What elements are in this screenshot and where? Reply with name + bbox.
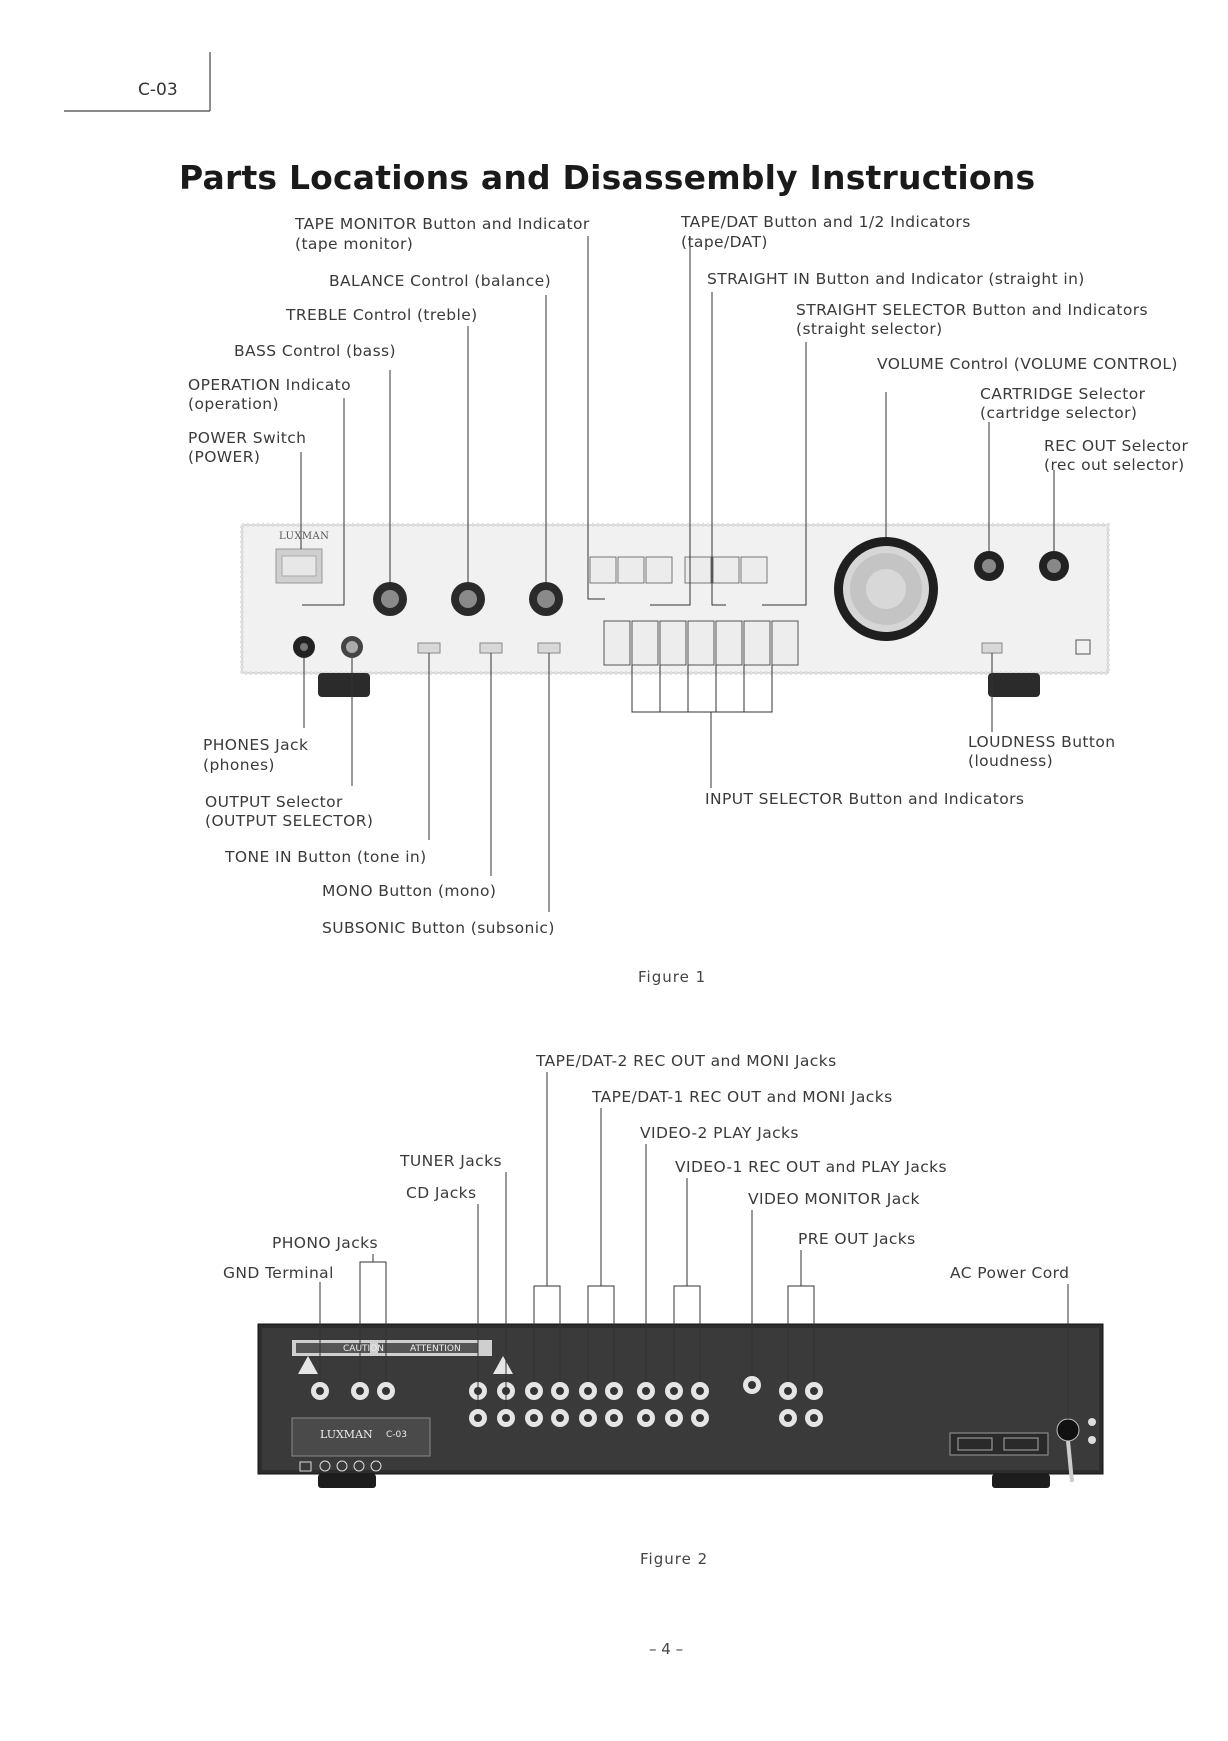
rca-jack-center <box>670 1414 678 1422</box>
label-loudness-sub: (loudness) <box>968 752 1054 770</box>
rear-model: C-03 <box>386 1430 407 1440</box>
rca-jack-center <box>696 1414 704 1422</box>
rca-jack-center <box>530 1414 538 1422</box>
label-mono: MONO Button (mono) <box>322 882 497 900</box>
rca-jack-center <box>610 1414 618 1422</box>
rca-jack-center <box>556 1387 564 1395</box>
rca-jack-center <box>670 1387 678 1395</box>
label-operation-sub: (operation) <box>188 395 279 413</box>
rca-jack-center <box>584 1387 592 1395</box>
label-tape-monitor-sub: (tape monitor) <box>295 235 414 253</box>
label-loudness: LOUDNESS Button <box>968 733 1116 751</box>
label-power-sub: (POWER) <box>188 448 261 466</box>
label-output-sub: (OUTPUT SELECTOR) <box>205 812 374 830</box>
label-output: OUTPUT Selector <box>205 793 343 811</box>
label-ac-power: AC Power Cord <box>950 1264 1070 1282</box>
figure-1-caption: Figure 1 <box>638 968 707 986</box>
model-number: C-03 <box>138 80 178 100</box>
rca-jack-center <box>584 1414 592 1422</box>
label-video-2: VIDEO-2 PLAY Jacks <box>640 1124 799 1142</box>
rca-jack-center <box>642 1387 650 1395</box>
label-cartridge-sub: (cartridge selector) <box>980 404 1138 422</box>
label-tone-in: TONE IN Button (tone in) <box>225 848 427 866</box>
label-rec-out: REC OUT Selector <box>1044 437 1189 455</box>
label-straight-in: STRAIGHT IN Button and Indicator (straig… <box>707 270 1085 288</box>
balance-knob <box>529 582 563 616</box>
rca-jack-center <box>642 1414 650 1422</box>
label-tape-dat-1-jacks: TAPE/DAT-1 REC OUT and MONI Jacks <box>592 1088 893 1106</box>
label-phones: PHONES Jack <box>203 736 309 754</box>
rca-jack-center <box>502 1414 510 1422</box>
rear-brand: LUXMAN <box>320 1428 373 1441</box>
label-balance: BALANCE Control (balance) <box>329 272 552 290</box>
front-foot-right <box>988 673 1040 697</box>
label-input-selector: INPUT SELECTOR Button and Indicators <box>705 790 1025 808</box>
front-foot-left <box>318 673 370 697</box>
label-tape-dat-2-jacks: TAPE/DAT-2 REC OUT and MONI Jacks <box>536 1052 837 1070</box>
label-straight-selector-sub: (straight selector) <box>796 320 943 338</box>
rca-jack-center <box>556 1414 564 1422</box>
label-cartridge: CARTRIDGE Selector <box>980 385 1146 403</box>
label-tape-monitor: TAPE MONITOR Button and Indicator <box>295 215 590 233</box>
label-tuner: TUNER Jacks <box>400 1152 502 1170</box>
label-video-1: VIDEO-1 REC OUT and PLAY Jacks <box>675 1158 948 1176</box>
label-tape-dat-sub: (tape/DAT) <box>681 233 768 251</box>
rca-jack-center <box>474 1414 482 1422</box>
label-gnd: GND Terminal <box>223 1264 334 1282</box>
label-tape-dat: TAPE/DAT Button and 1/2 Indicators <box>681 213 971 231</box>
treble-knob <box>451 582 485 616</box>
label-bass: BASS Control (bass) <box>234 342 396 360</box>
label-phono: PHONO Jacks <box>272 1234 378 1252</box>
figure-2-caption: Figure 2 <box>640 1550 709 1568</box>
label-rec-out-sub: (rec out selector) <box>1044 456 1185 474</box>
volume-knob <box>834 537 938 641</box>
label-straight-selector: STRAIGHT SELECTOR Button and Indicators <box>796 301 1149 319</box>
label-subsonic: SUBSONIC Button (subsonic) <box>322 919 555 937</box>
rca-jack-center <box>530 1387 538 1395</box>
label-phones-sub: (phones) <box>203 756 275 774</box>
rca-jack-center <box>610 1387 618 1395</box>
bass-knob <box>373 582 407 616</box>
label-operation: OPERATION Indicato <box>188 376 351 394</box>
rear-attention-label: ATTENTION <box>410 1344 461 1354</box>
label-pre-out: PRE OUT Jacks <box>798 1230 916 1248</box>
label-treble: TREBLE Control (treble) <box>286 306 478 324</box>
rear-caution-label: CAUTION <box>343 1344 384 1354</box>
page-number: – 4 – <box>649 1640 684 1658</box>
front-panel-brand: LUXMAN <box>279 531 330 542</box>
label-cd: CD Jacks <box>406 1184 477 1202</box>
label-volume: VOLUME Control (VOLUME CONTROL) <box>877 355 1178 373</box>
rca-jack-center <box>696 1387 704 1395</box>
label-power: POWER Switch <box>188 429 307 447</box>
page-title: Parts Locations and Disassembly Instruct… <box>179 158 1036 197</box>
label-video-monitor: VIDEO MONITOR Jack <box>748 1190 920 1208</box>
